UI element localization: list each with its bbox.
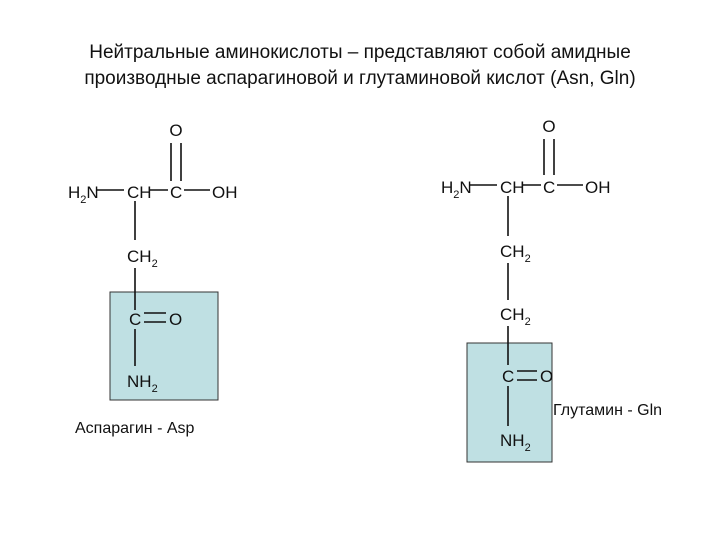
- asn-amino-group: H2N: [68, 183, 99, 206]
- gln-gamma-ch2: CH2: [500, 305, 531, 328]
- glutamine-amide-box: [466, 342, 553, 463]
- asn-carbonyl-oxygen: O: [169, 121, 182, 140]
- gln-amino-group: H2N: [441, 178, 472, 201]
- asn-carboxyl-carbon: C: [170, 183, 182, 202]
- slide-title: Нейтральные аминокислоты – представляют …: [0, 40, 720, 92]
- gln-alpha-carbon: CH: [500, 178, 525, 197]
- gln-beta-ch2: CH2: [500, 242, 531, 265]
- asn-amide-oxygen: O: [169, 310, 182, 329]
- asn-amide-nh2: NH2: [127, 372, 158, 395]
- glutamine-structure: O H2N CH C OH CH2 CH2 C O NH2: [441, 117, 611, 463]
- asparagine-structure: O H2N CH C OH CH2 C O NH2: [68, 121, 238, 401]
- gln-hydroxyl: OH: [585, 178, 611, 197]
- gln-amide-carbon: C: [502, 367, 514, 386]
- gln-amide-oxygen: O: [540, 367, 553, 386]
- asn-hydroxyl: OH: [212, 183, 238, 202]
- glutamine-label: Глутамин - Gln: [553, 402, 663, 419]
- title-line-2: производные аспарагиновой и глутаминовой…: [84, 68, 636, 89]
- asn-beta-ch2: CH2: [127, 247, 158, 270]
- title-line-1: Нейтральные аминокислоты – представляют …: [89, 42, 631, 63]
- asn-amide-carbon: C: [129, 310, 141, 329]
- gln-carboxyl-carbon: C: [543, 178, 555, 197]
- gln-carbonyl-oxygen: O: [542, 117, 555, 136]
- gln-amide-nh2: NH2: [500, 431, 531, 454]
- asparagine-amide-box: [109, 291, 219, 401]
- asparagine-label: Аспарагин - Asp: [75, 420, 195, 437]
- asn-alpha-carbon: CH: [127, 183, 152, 202]
